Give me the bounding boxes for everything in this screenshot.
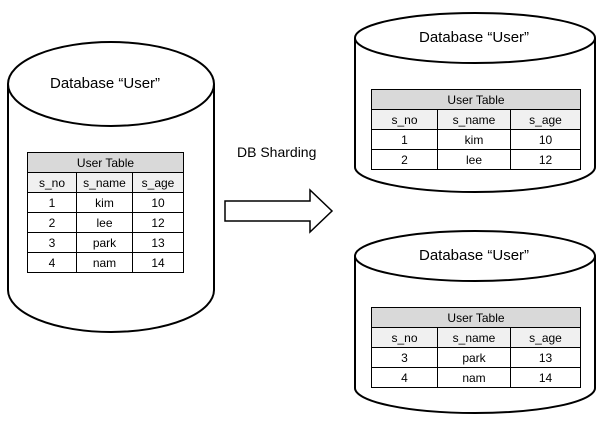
shard-bottom-user-table: User Table s_no s_name s_age 3 park 13 4… <box>371 307 581 388</box>
column-header: s_no <box>371 327 438 348</box>
table-cell: 13 <box>132 232 184 253</box>
table-cell: 12 <box>510 149 581 170</box>
table-row: 1 kim 10 <box>371 129 581 150</box>
table-row: 4 nam 14 <box>371 367 581 388</box>
column-header: s_name <box>437 327 511 348</box>
shard-top-database-title: Database “User” <box>419 29 530 46</box>
table-cell: 3 <box>27 232 77 253</box>
column-header: s_no <box>371 109 438 130</box>
table-cell: lee <box>76 212 133 233</box>
table-row: 3 park 13 <box>371 347 581 368</box>
table-caption: User Table <box>27 152 184 173</box>
table-cell: nam <box>76 252 133 273</box>
table-caption: User Table <box>371 89 581 110</box>
table-cell: 10 <box>510 129 581 150</box>
table-cell: 14 <box>510 367 581 388</box>
column-header: s_name <box>437 109 511 130</box>
table-cell: 2 <box>371 149 438 170</box>
sharding-arrow-icon <box>224 188 334 234</box>
table-cell: 4 <box>371 367 438 388</box>
db-sharding-label: DB Sharding <box>237 144 317 160</box>
table-cell: nam <box>437 367 511 388</box>
table-row: 1 kim 10 <box>27 192 184 213</box>
table-row: 4 nam 14 <box>27 252 184 273</box>
table-caption: User Table <box>371 307 581 328</box>
table-cell: 14 <box>132 252 184 273</box>
table-cell: 1 <box>371 129 438 150</box>
column-header: s_name <box>76 172 133 193</box>
table-row: 2 lee 12 <box>27 212 184 233</box>
source-user-table: User Table s_no s_name s_age 1 kim 10 2 … <box>27 152 184 273</box>
table-cell: 1 <box>27 192 77 213</box>
table-cell: kim <box>437 129 511 150</box>
column-header: s_age <box>132 172 184 193</box>
table-cell: 10 <box>132 192 184 213</box>
table-cell: park <box>76 232 133 253</box>
table-cell: 13 <box>510 347 581 368</box>
table-cell: 3 <box>371 347 438 368</box>
source-database-title: Database “User” <box>50 75 161 92</box>
column-header: s_age <box>510 109 581 130</box>
table-cell: park <box>437 347 511 368</box>
shard-bottom-database-title: Database “User” <box>419 247 530 264</box>
table-cell: kim <box>76 192 133 213</box>
table-cell: 4 <box>27 252 77 273</box>
column-header: s_age <box>510 327 581 348</box>
column-header: s_no <box>27 172 77 193</box>
table-row: 2 lee 12 <box>371 149 581 170</box>
table-row: 3 park 13 <box>27 232 184 253</box>
shard-top-user-table: User Table s_no s_name s_age 1 kim 10 2 … <box>371 89 581 170</box>
table-cell: lee <box>437 149 511 170</box>
table-cell: 12 <box>132 212 184 233</box>
table-cell: 2 <box>27 212 77 233</box>
